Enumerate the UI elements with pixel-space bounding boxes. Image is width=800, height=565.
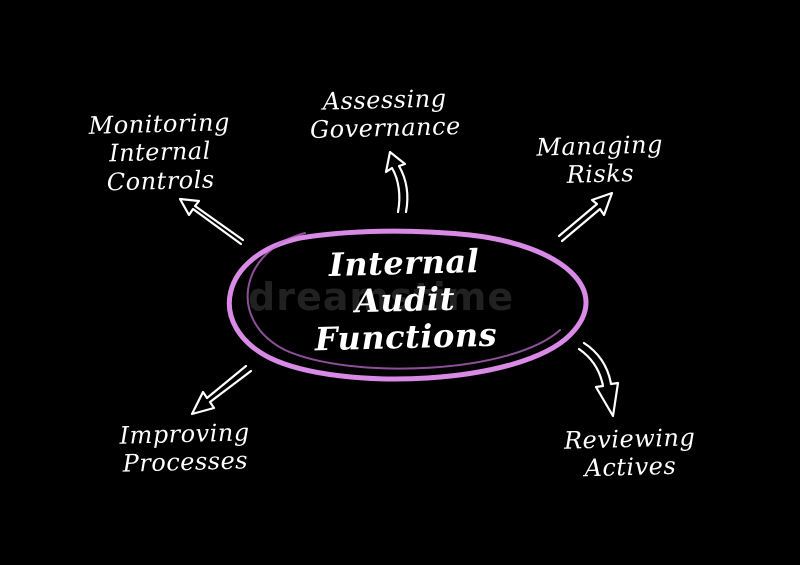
watermark: dreamstime — [248, 275, 515, 319]
node-assessing-governance: Assessing Governance — [309, 84, 462, 145]
arrow-monitoring — [178, 197, 245, 246]
node-monitoring-internal-controls: Monitoring Internal Controls — [88, 108, 231, 197]
node-reviewing-actives: Reviewing Actives — [563, 423, 696, 483]
node-improving-processes: Improving Processes — [119, 418, 251, 478]
arrow-reviewing — [577, 341, 620, 418]
center-label: Internal Audit Functions — [314, 242, 498, 358]
center-ellipse — [226, 228, 589, 382]
arrow-improving — [190, 364, 253, 416]
arrow-assessing — [384, 150, 409, 214]
arrow-managing — [557, 191, 614, 243]
node-managing-risks: Managing Risks — [536, 130, 664, 190]
